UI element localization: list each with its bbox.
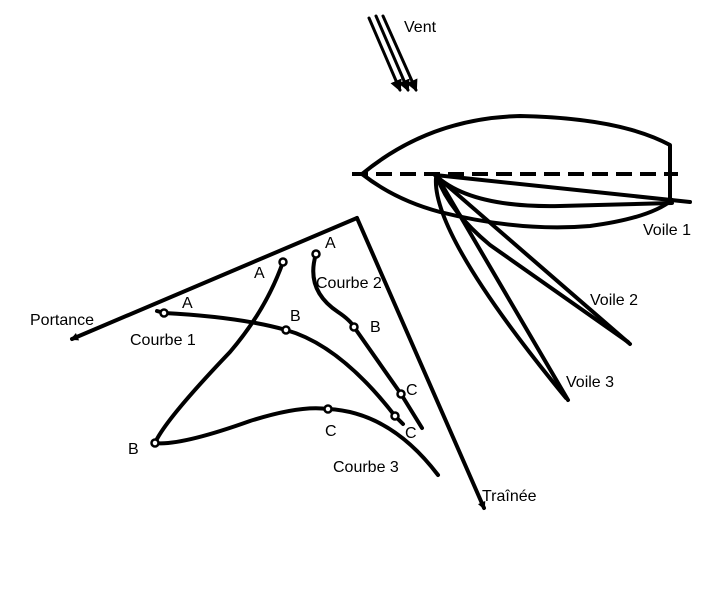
lift-label: Portance xyxy=(30,312,94,329)
curve-3-point-b: B xyxy=(128,441,139,458)
sail-3 xyxy=(433,176,570,402)
sail-2-label: Voile 2 xyxy=(590,292,638,309)
curve-2-point-b: B xyxy=(370,319,381,336)
curve-2-point-c: C xyxy=(406,382,418,399)
curve-3-point-c: C xyxy=(325,423,337,440)
curve-2-label: Courbe 2 xyxy=(316,275,382,292)
wind-arrows xyxy=(367,14,418,92)
curve-1-point-b: B xyxy=(290,308,301,325)
wind-label: Vent xyxy=(404,19,437,36)
sail-1-label: Voile 1 xyxy=(643,222,691,239)
axes xyxy=(70,216,486,510)
curve-3-point-a: A xyxy=(254,265,265,282)
curve-1 xyxy=(155,308,405,426)
curve-3-label: Courbe 3 xyxy=(333,459,399,476)
curve-2-point-a: A xyxy=(325,235,336,252)
sail-3-label: Voile 3 xyxy=(566,374,614,391)
curve-1-point-a: A xyxy=(182,295,193,312)
curve-3 xyxy=(150,257,440,477)
curve-1-label: Courbe 1 xyxy=(130,332,196,349)
curve-1-point-c: C xyxy=(405,425,417,442)
drag-label: Traînée xyxy=(482,488,537,505)
sail-1 xyxy=(433,173,692,209)
curve-2 xyxy=(311,249,424,430)
boat-hull xyxy=(352,114,678,230)
